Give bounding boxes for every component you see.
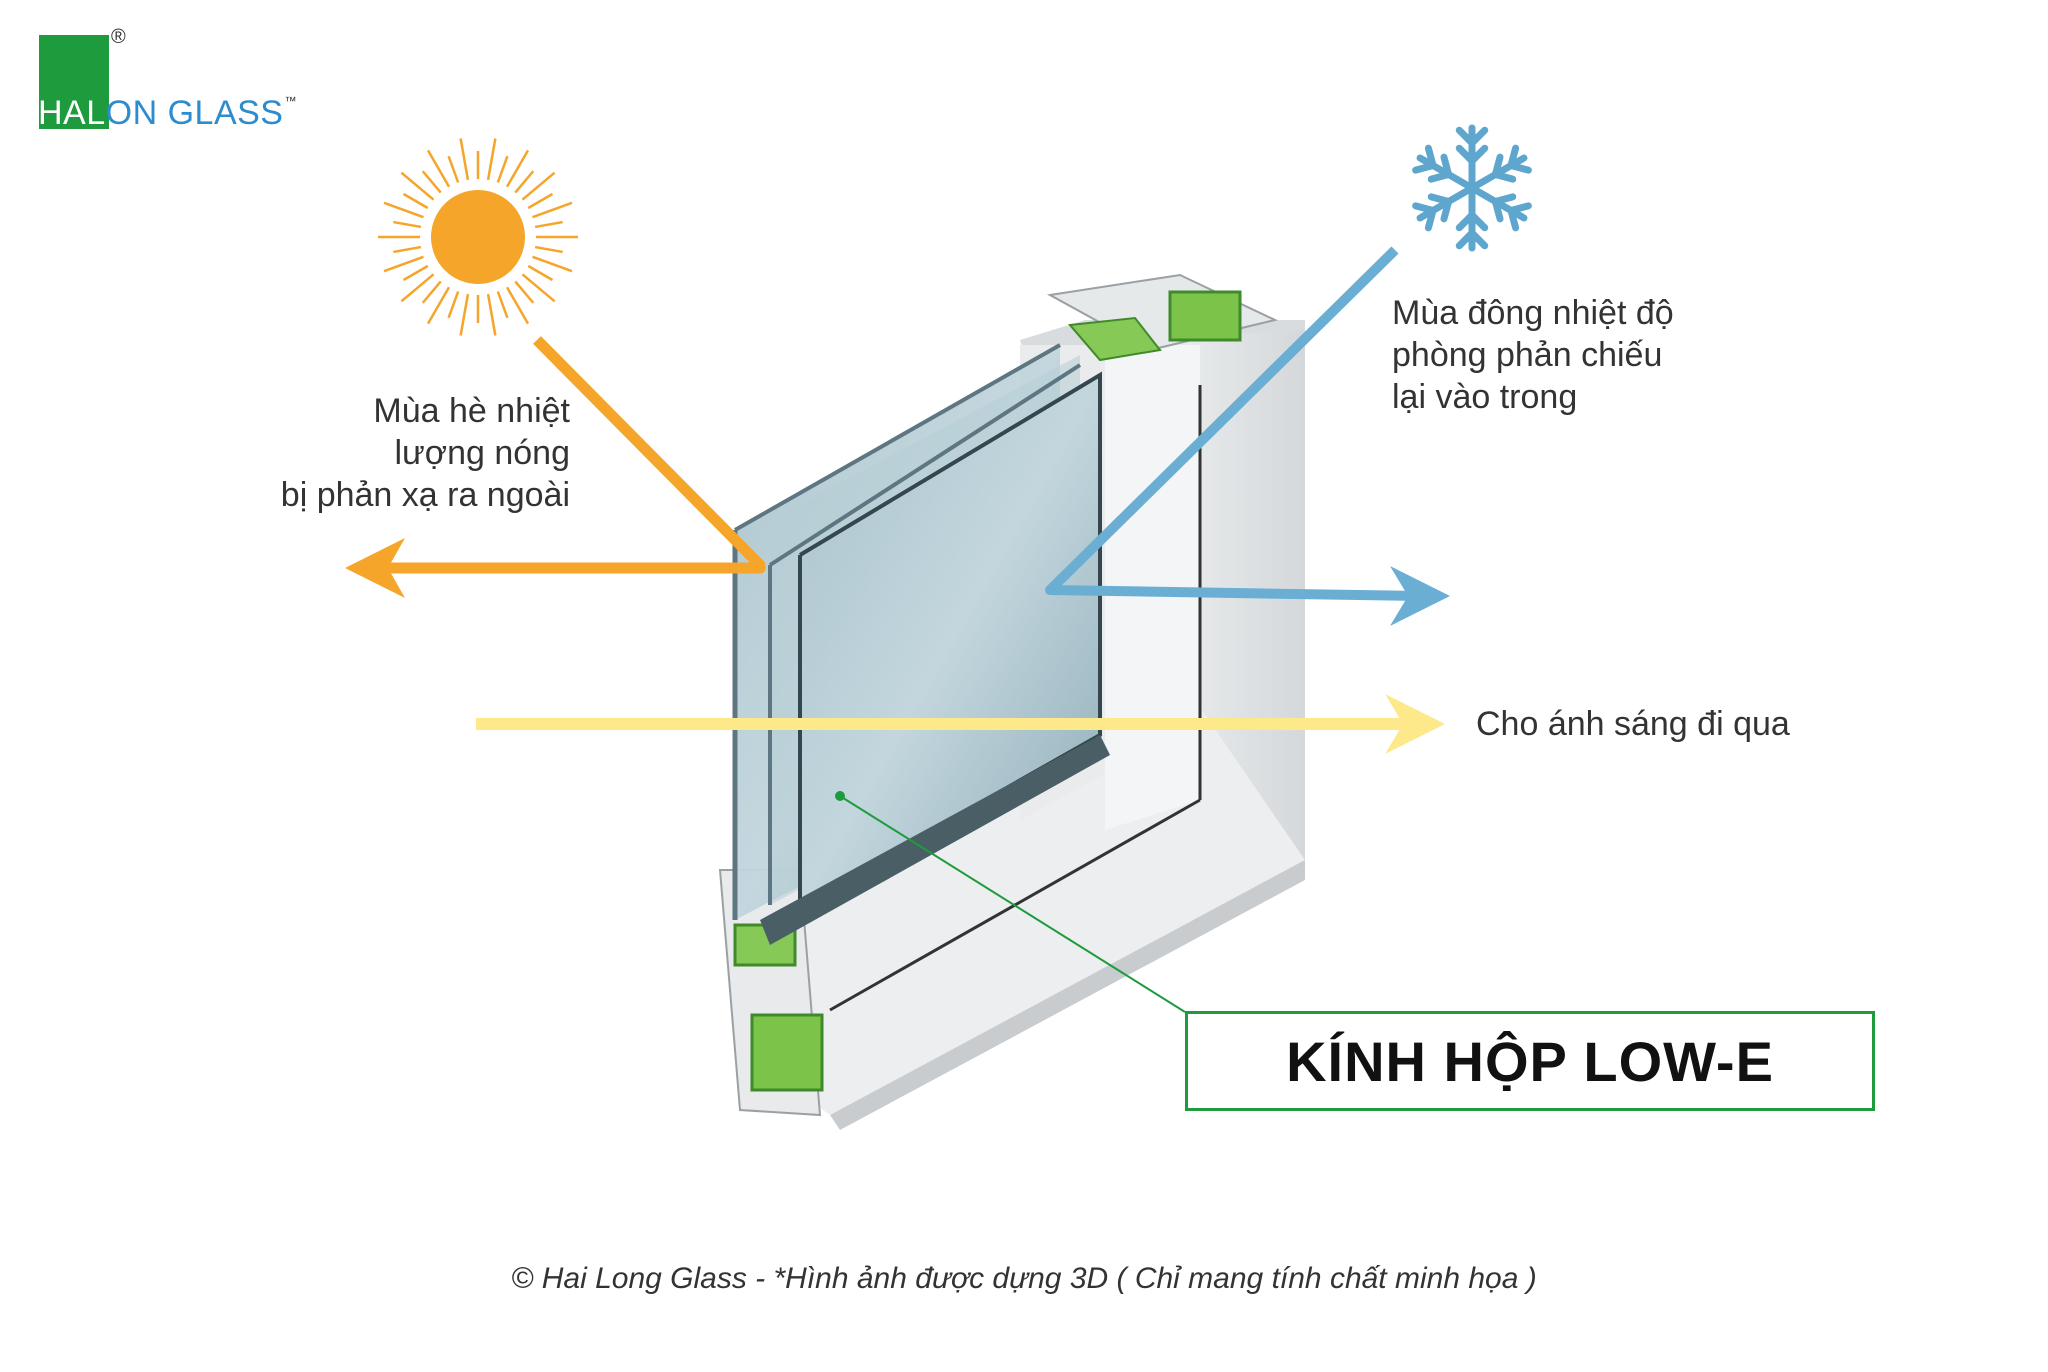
sun-ray <box>521 171 556 201</box>
winter-heat-arrow <box>1045 246 1450 626</box>
sun-ray <box>486 138 497 181</box>
snowflake-branch <box>1455 211 1476 232</box>
snowflake-branch <box>1412 202 1437 214</box>
window-frame <box>718 273 1305 1130</box>
sun-ray <box>402 264 429 282</box>
light-label: Cho ánh sáng đi qua <box>1476 705 1790 743</box>
sun-ray <box>527 264 554 282</box>
snowflake-branch <box>1427 193 1453 205</box>
footer-caption: © Hai Long Glass - *Hình ảnh được dựng 3… <box>511 1262 1537 1295</box>
sun-ray <box>534 220 563 229</box>
sun-ray <box>521 273 556 303</box>
light-arrow <box>476 694 1445 754</box>
sun-ray <box>426 286 451 325</box>
summer-label: Mùa hè nhiệt lượng nóng bị phản xạ ra ng… <box>210 390 570 516</box>
sun-ray <box>527 192 554 210</box>
sun-ray <box>400 273 435 303</box>
snowflake-branch <box>1491 198 1504 223</box>
sun-ray <box>426 149 451 188</box>
winter-label: Mùa đông nhiệt độ phòng phản chiếu lại v… <box>1392 292 1674 418</box>
winter-label-line: Mùa đông nhiệt độ <box>1392 294 1674 332</box>
sun-ray <box>532 255 573 273</box>
sun-ray <box>496 155 509 183</box>
sun-ray <box>534 245 563 254</box>
sun-ray <box>421 280 442 304</box>
sun-ray <box>447 291 460 319</box>
summer-label-line: lượng nóng <box>394 434 570 472</box>
sun-ray <box>505 149 530 188</box>
registered-mark: ® <box>111 26 126 48</box>
snowflake-branch <box>1424 144 1437 169</box>
product-callout-leader <box>835 791 1186 1013</box>
snowflake-branch <box>1491 171 1517 183</box>
sun-ray <box>459 138 470 181</box>
sun-ray <box>400 171 435 201</box>
summer-label-line: bị phản xạ ra ngoài <box>280 476 570 514</box>
sun-ray <box>402 192 429 210</box>
sun-ray <box>514 170 535 194</box>
sun-ray <box>421 170 442 194</box>
logo-text-white: HAL <box>38 94 106 132</box>
sun-ray <box>459 293 470 336</box>
trademark: ™ <box>284 94 297 108</box>
sun-ray <box>383 201 424 219</box>
sun-ray <box>486 293 497 336</box>
snowflake-icon <box>1412 124 1532 252</box>
snowflake-branch <box>1507 207 1520 232</box>
product-label: KÍNH HỘP LOW-E <box>1286 1029 1774 1093</box>
sun-ray <box>383 255 424 273</box>
summer-label-line: Mùa hè nhiệt <box>373 392 570 430</box>
sun-ray <box>447 155 460 183</box>
snowflake-branch <box>1507 162 1532 174</box>
summer-heat-arrow <box>345 336 766 598</box>
sun-ray <box>393 245 422 254</box>
logo-text: HALON GLASS™ <box>38 94 297 133</box>
sun-ray <box>505 286 530 325</box>
snowflake-branch <box>1440 153 1453 178</box>
snowflake-branch <box>1455 229 1476 250</box>
logo-mark <box>39 35 109 129</box>
logo-text-blue: ON GLASS <box>105 94 284 132</box>
snowflake-branch <box>1468 144 1489 165</box>
sun-ray <box>393 220 422 229</box>
sun-ray <box>532 201 573 219</box>
sun-ray <box>514 280 535 304</box>
sun-ray <box>496 291 509 319</box>
product-label-box: KÍNH HỘP LOW-E <box>1185 1011 1875 1111</box>
sun-icon <box>378 138 578 336</box>
winter-label-line: lại vào trong <box>1392 378 1578 416</box>
snowflake-branch <box>1468 126 1489 147</box>
winter-label-line: phòng phản chiếu <box>1392 336 1663 374</box>
